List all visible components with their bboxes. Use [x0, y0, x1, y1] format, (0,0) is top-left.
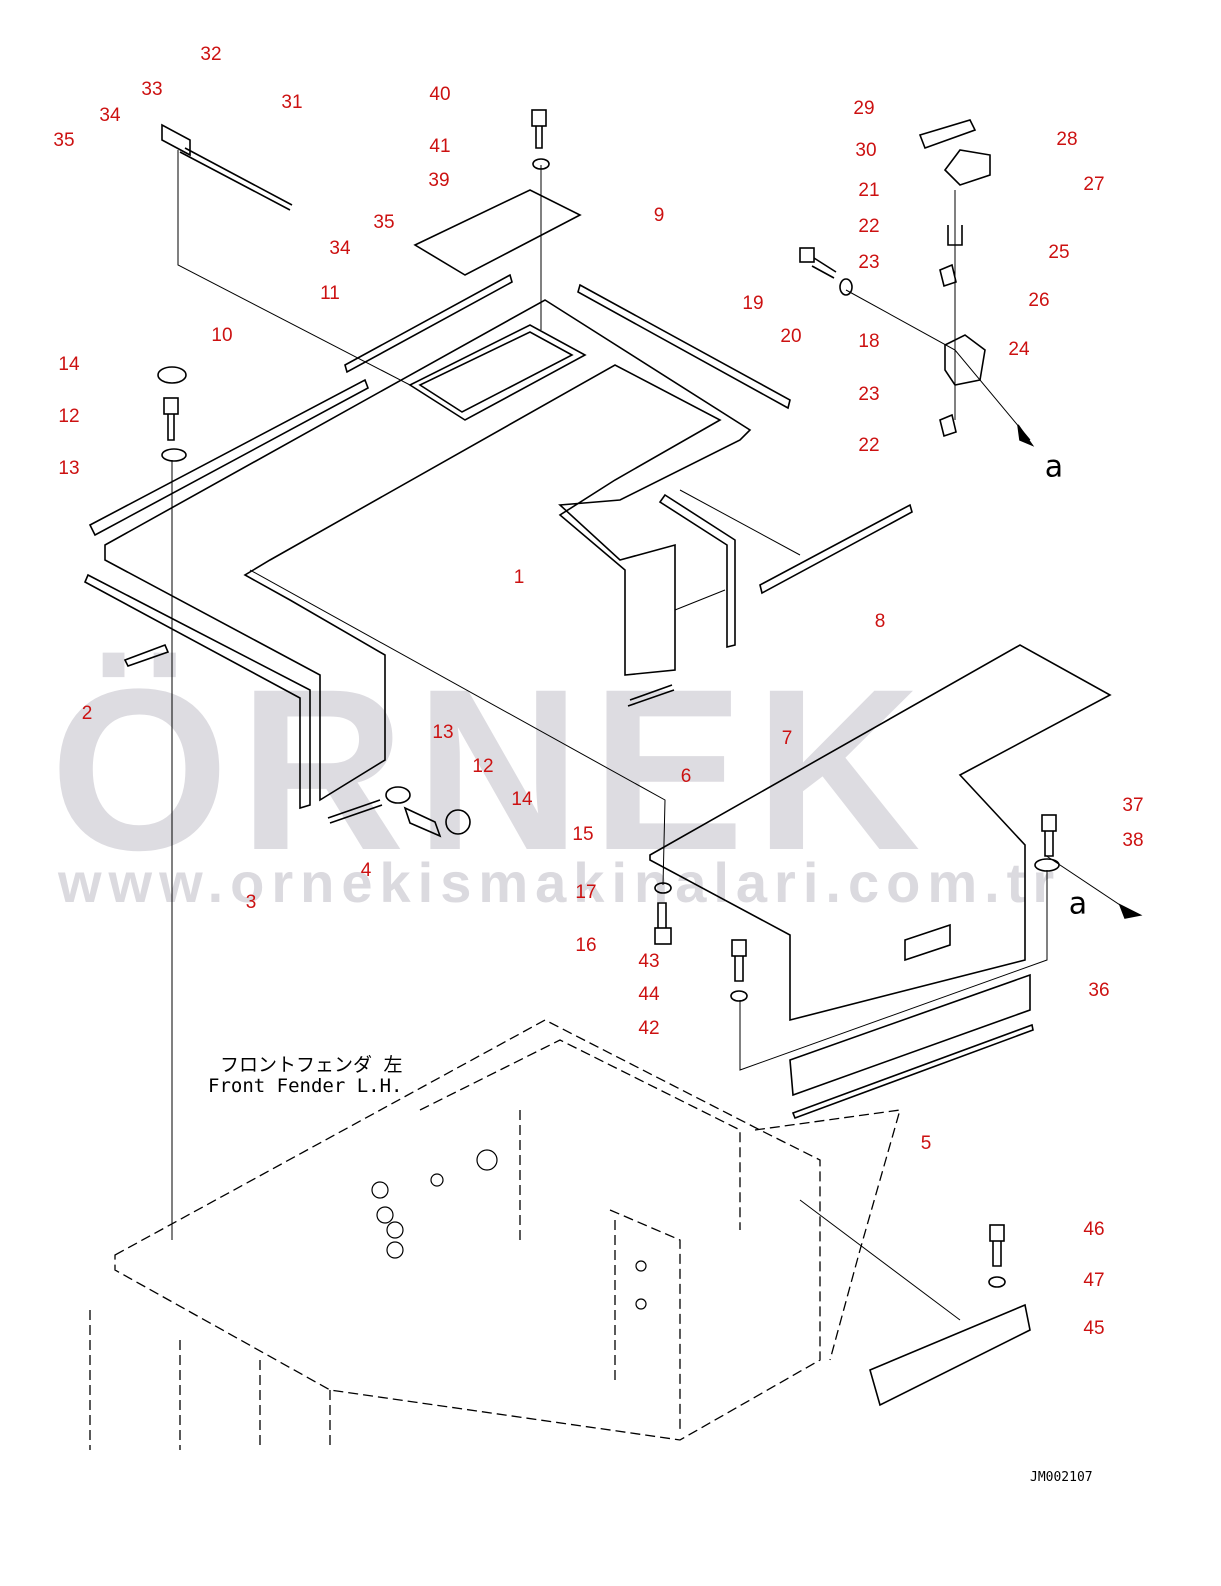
callout-44: 44: [638, 984, 660, 1005]
callout-5: 5: [920, 1133, 932, 1154]
bolt-40: [531, 109, 547, 149]
callout-16: 16: [575, 935, 597, 956]
callout-45: 45: [1083, 1318, 1105, 1339]
caption-english: Front Fender L.H.: [208, 1075, 403, 1097]
chassis-frame: [89, 1019, 901, 1450]
callout-36: 36: [1088, 980, 1110, 1001]
callout-31: 31: [281, 92, 303, 113]
callout-47: 47: [1083, 1270, 1105, 1291]
step-plate-39: [413, 189, 582, 276]
callout-12: 12: [58, 406, 80, 427]
strip-6: [627, 684, 675, 707]
callout-14: 14: [511, 789, 533, 810]
bolt-16: [654, 902, 672, 945]
callout-12: 12: [472, 756, 494, 777]
callout-13: 13: [432, 722, 454, 743]
fender-top-plate: [104, 299, 752, 802]
step-45: [869, 1303, 1031, 1407]
callout-1: 1: [513, 567, 525, 588]
callout-8: 8: [874, 611, 886, 632]
callout-7: 7: [781, 728, 793, 749]
callout-21: 21: [858, 180, 880, 201]
callout-23: 23: [858, 384, 880, 405]
callout-4: 4: [360, 860, 372, 881]
bolt-46: [989, 1224, 1005, 1267]
callout-28: 28: [1056, 129, 1078, 150]
callout-9: 9: [653, 205, 665, 226]
callout-13: 13: [58, 458, 80, 479]
view-marker-a: a: [1044, 449, 1064, 485]
callout-32: 32: [200, 44, 222, 65]
callout-46: 46: [1083, 1219, 1105, 1240]
callout-3: 3: [245, 892, 257, 913]
cap-14: [157, 366, 187, 384]
washer-13: [161, 448, 187, 462]
callout-37: 37: [1122, 795, 1144, 816]
callout-24: 24: [1008, 339, 1030, 360]
callout-38: 38: [1122, 830, 1144, 851]
rail-10: [88, 378, 369, 537]
callout-41: 41: [429, 136, 451, 157]
callout-22: 22: [858, 435, 880, 456]
callout-29: 29: [853, 98, 875, 119]
plate-29: [918, 119, 977, 150]
right-fender: [649, 644, 1112, 1022]
view-marker-a: a: [1068, 886, 1088, 922]
strip-2: [123, 643, 170, 667]
callout-30: 30: [855, 140, 877, 161]
bolt-37: [1041, 814, 1057, 857]
callout-35: 35: [53, 130, 75, 151]
bolt-19: [799, 247, 837, 279]
latch-18: [944, 334, 986, 386]
callout-20: 20: [780, 326, 802, 347]
bolt-43: [731, 939, 747, 982]
chassis-holes: [371, 1149, 647, 1310]
callout-2: 2: [81, 703, 93, 724]
gas-spring-31: [179, 147, 293, 211]
callout-18: 18: [858, 331, 880, 352]
callout-19: 19: [742, 293, 764, 314]
rail-11: [344, 273, 513, 374]
callout-39: 39: [428, 170, 450, 191]
watermark-url: www.ornekismakinalari.com.tr: [58, 851, 1062, 914]
rail-7: [658, 493, 736, 649]
callout-25: 25: [1048, 242, 1070, 263]
bolt-12: [163, 397, 179, 441]
drawing-code: JM002107: [1030, 1470, 1093, 1485]
rail-36: [789, 973, 1031, 1097]
caption-japanese: フロントフェンダ 左: [220, 1054, 403, 1076]
strip-8: [759, 503, 913, 595]
callout-35: 35: [373, 212, 395, 233]
rail-3: [83, 573, 311, 810]
callout-40: 40: [429, 84, 451, 105]
callout-15: 15: [572, 824, 594, 845]
callout-26: 26: [1028, 290, 1050, 311]
callout-14: 14: [58, 354, 80, 375]
callout-34: 34: [99, 105, 121, 126]
rail-5: [791, 1023, 1034, 1120]
callout-6: 6: [680, 766, 692, 787]
callout-43: 43: [638, 951, 660, 972]
callout-33: 33: [141, 79, 163, 100]
strip-4: [327, 799, 383, 824]
rail-9: [577, 283, 791, 410]
callout-17: 17: [575, 882, 597, 903]
watermark-brand: ÖRNEK: [50, 641, 931, 898]
callout-10: 10: [211, 325, 233, 346]
callout-23: 23: [858, 252, 880, 273]
callout-22: 22: [858, 216, 880, 237]
callout-34: 34: [329, 238, 351, 259]
callout-42: 42: [638, 1018, 660, 1039]
callout-11: 11: [320, 283, 340, 304]
callout-27: 27: [1083, 174, 1105, 195]
